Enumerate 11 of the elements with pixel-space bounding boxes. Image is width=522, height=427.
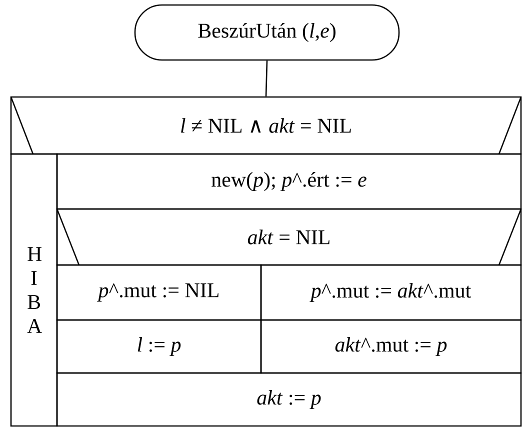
statement-cell: p^.mut := NIL (56, 264, 262, 321)
start-terminal: BeszúrUtán (l,e) (134, 4, 400, 61)
statement-cell: p^.mut := akt^.mut (260, 264, 522, 321)
statement-cell: l := p (56, 319, 262, 374)
condition-row: akt = NIL (56, 208, 522, 266)
connector-line (265, 60, 268, 96)
branch-cell: H I B A (10, 153, 58, 427)
statement-cell: akt := p (56, 372, 522, 427)
statement-cell: akt^.mut := p (260, 319, 522, 374)
condition-row: l ≠ NIL ∧ akt = NIL (10, 96, 522, 155)
statement-cell: new(p); p^.ért := e (56, 153, 522, 210)
